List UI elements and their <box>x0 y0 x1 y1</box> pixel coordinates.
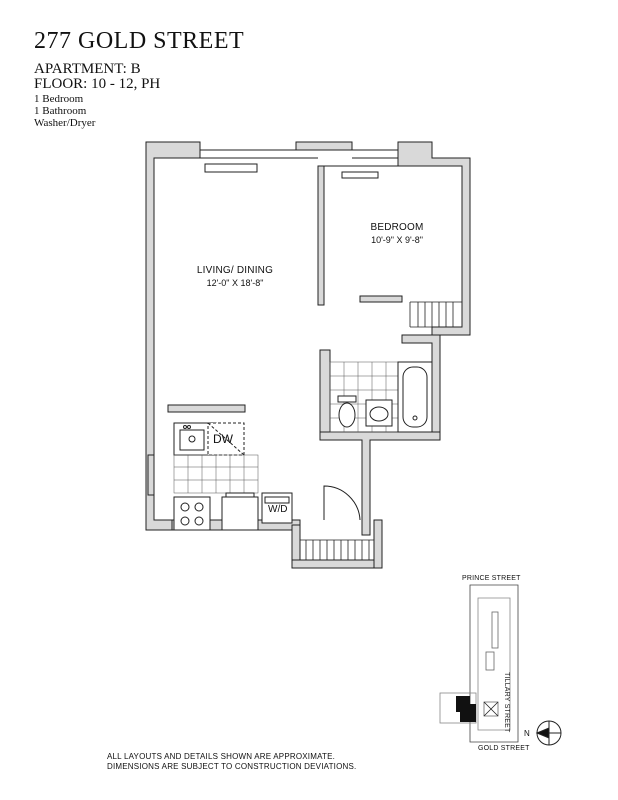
building-footprint <box>456 696 476 722</box>
disclaimer-line-2: DIMENSIONS ARE SUBJECT TO CONSTRUCTION D… <box>107 762 357 771</box>
washer-dryer-label: W/D <box>268 504 288 515</box>
bedroom-dims: 10'-9" X 9'-8" <box>371 235 423 245</box>
kitchen-tile <box>173 454 259 494</box>
bedroom-count: 1 Bedroom <box>34 93 84 105</box>
gold-street-label: GOLD STREET <box>478 745 530 752</box>
wall-mid-stub <box>359 295 403 303</box>
bath-sink <box>365 399 393 427</box>
wall-bath-bottom <box>319 431 441 536</box>
exterior-wall-top-mid <box>295 141 353 151</box>
washer-dryer <box>261 492 293 524</box>
bathtub <box>397 361 433 433</box>
wall-entry-bottom <box>291 559 383 569</box>
exterior-wall <box>145 141 201 531</box>
toilet <box>337 395 357 428</box>
floor-label: FLOOR: 10 - 12, PH <box>34 76 161 92</box>
disclaimer-line-1: ALL LAYOUTS AND DETAILS SHOWN ARE APPROX… <box>107 752 336 761</box>
bedroom-label: BEDROOM 10'-9" X 9'-8" <box>362 222 432 246</box>
living-dining-name: LIVING/ DINING <box>196 265 274 276</box>
wall-entry-left <box>291 524 301 566</box>
wall-bath-left <box>319 349 331 433</box>
bedroom-name: BEDROOM <box>370 222 424 233</box>
prince-street-label: PRINCE STREET <box>462 575 521 582</box>
north-label: N <box>524 729 530 738</box>
living-dining-dims: 12'-0" X 18'-8" <box>206 278 264 288</box>
disclaimer: ALL LAYOUTS AND DETAILS SHOWN ARE APPROX… <box>107 752 356 772</box>
wall-divider <box>317 165 325 306</box>
wall-entry-right <box>373 519 383 569</box>
living-dining-label: LIVING/ DINING 12'-0" X 18'-8" <box>190 265 280 289</box>
tillary-street-label: TILLARY STREET <box>503 672 510 733</box>
apartment-label: APARTMENT: B <box>34 61 141 77</box>
laundry-info: Washer/Dryer <box>34 117 96 129</box>
entry-closet <box>300 539 374 560</box>
site-map <box>439 584 519 743</box>
kitchen-counter <box>173 422 245 456</box>
compass-icon <box>535 720 562 746</box>
bathroom-count: 1 Bathroom <box>34 105 87 117</box>
stove <box>173 496 211 531</box>
refrigerator <box>221 492 259 531</box>
entry-door <box>323 485 361 521</box>
dishwasher-label: DW <box>213 432 233 446</box>
bedroom-closet <box>409 301 462 328</box>
wall-kitchen-top <box>167 404 246 413</box>
building-title: 277 GOLD STREET <box>34 28 245 54</box>
